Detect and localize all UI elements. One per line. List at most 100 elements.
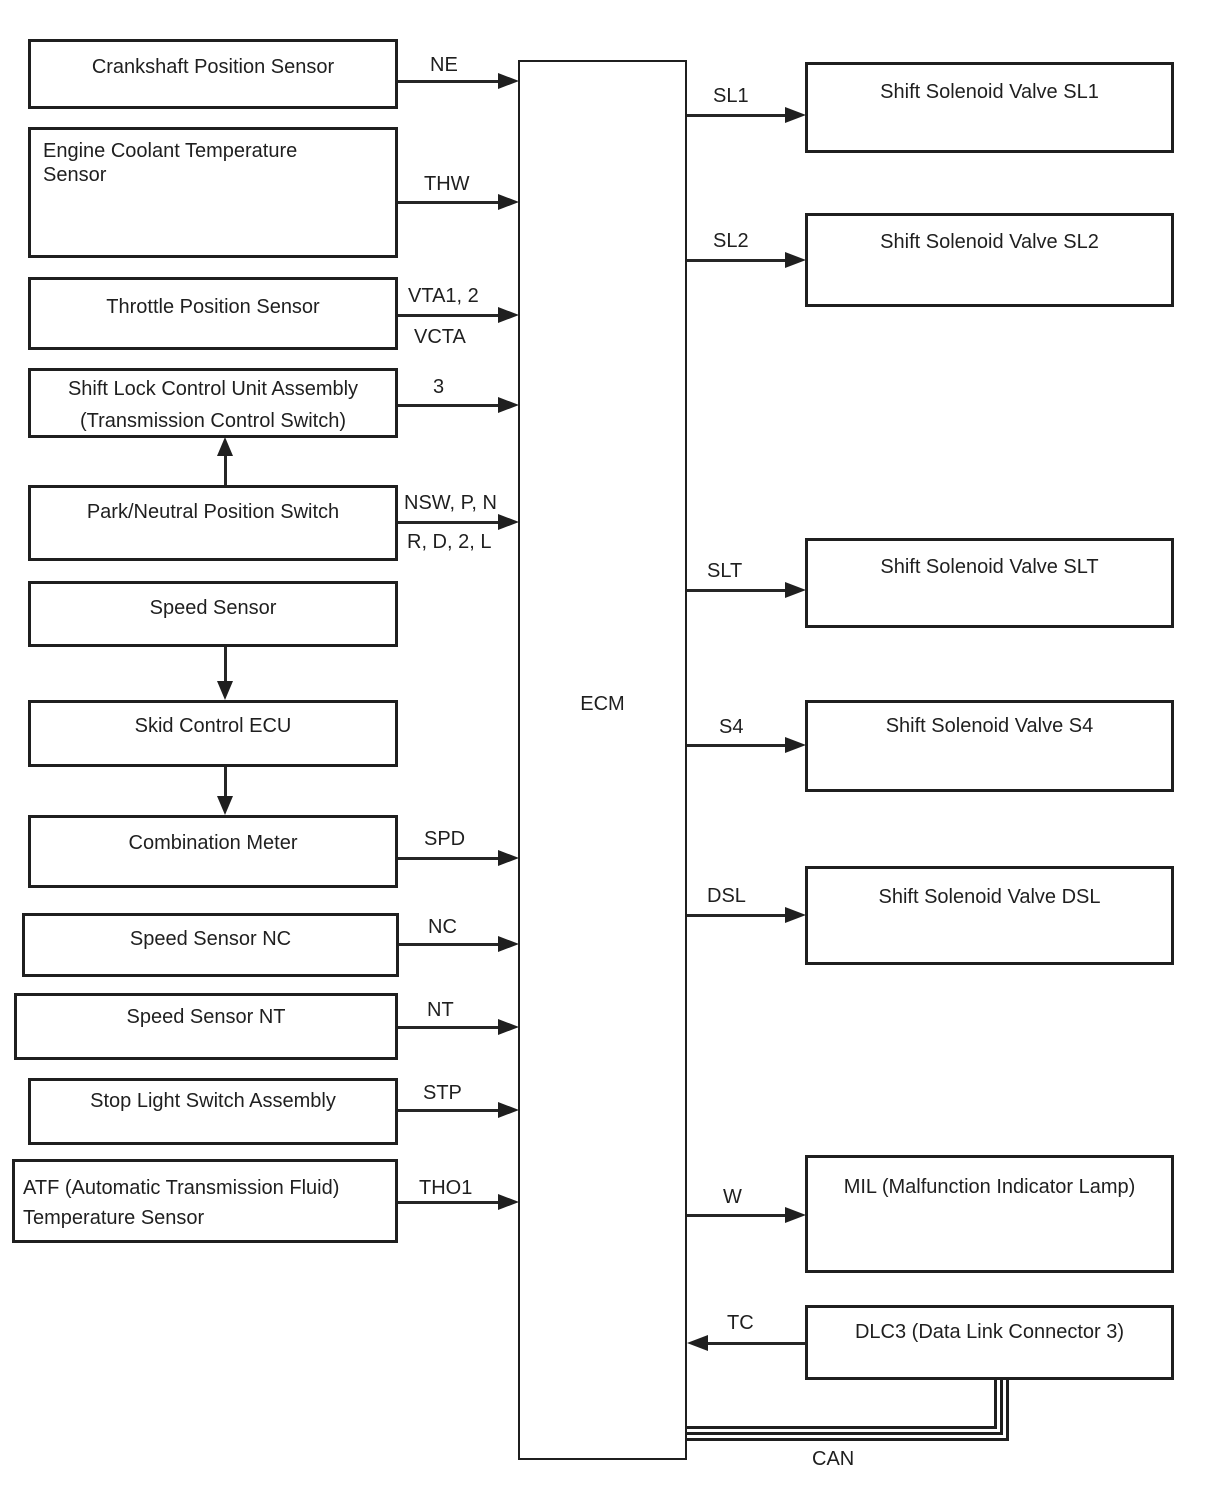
arrow-3-line: [398, 404, 498, 407]
input-box-park-neutral-position-switch: Park/Neutral Position Switch: [28, 485, 398, 561]
signal-label-vcta: VCTA: [414, 326, 466, 348]
signal-label-r-d-2-l: R, D, 2, L: [407, 531, 492, 553]
input-box-label: Crankshaft Position Sensor: [91, 56, 335, 78]
arrow-speedsensor-to-skidcontrol-line: [224, 647, 227, 682]
signal-label-nt: NT: [427, 999, 454, 1021]
output-box-shift-solenoid-valve-sl1: Shift Solenoid Valve SL1: [805, 62, 1174, 153]
ecm-box: [518, 60, 687, 1460]
arrow-stp-line: [398, 1109, 498, 1112]
input-box-shift-lock-control-unit-assembly: Shift Lock Control Unit Assembly (Transm…: [28, 368, 398, 438]
arrow-tc-line: [708, 1342, 805, 1345]
input-box-label: Speed Sensor NT: [126, 1006, 286, 1028]
arrow-sl2-line: [687, 259, 785, 262]
input-box-speed-sensor: Speed Sensor: [28, 581, 398, 647]
signal-label-tho1: THO1: [419, 1177, 473, 1199]
output-box-label: DLC3 (Data Link Connector 3): [854, 1321, 1124, 1343]
input-box-label: Throttle Position Sensor: [106, 296, 320, 318]
arrow-ne-head-icon: [498, 73, 519, 89]
arrow-thw-head-icon: [498, 194, 519, 210]
input-box-label: Speed Sensor: [149, 597, 277, 619]
arrow-parkneutral-to-shiftlock-line: [224, 455, 227, 485]
input-box-speed-sensor-nc: Speed Sensor NC: [22, 913, 399, 977]
input-box-skid-control-ecu: Skid Control ECU: [28, 700, 398, 767]
signal-label-spd: SPD: [424, 828, 466, 850]
arrow-stp-head-icon: [498, 1102, 519, 1118]
input-box-combination-meter: Combination Meter: [28, 815, 398, 888]
signal-label-sl1: SL1: [713, 85, 749, 107]
output-box-label: MIL (Malfunction Indicator Lamp): [843, 1176, 1136, 1198]
arrow-skidcontrol-to-combinationmeter-line: [224, 767, 227, 797]
arrow-thw-line: [398, 201, 498, 204]
signal-label-sl2: SL2: [713, 230, 749, 252]
arrow-nc-head-icon: [498, 936, 519, 952]
arrow-s4-head-icon: [785, 737, 806, 753]
output-box-shift-solenoid-valve-sl2: Shift Solenoid Valve SL2: [805, 213, 1174, 307]
arrow-3-head-icon: [498, 397, 519, 413]
signal-label-3: 3: [433, 376, 445, 398]
input-box-label: Combination Meter: [128, 832, 298, 854]
arrow-w-head-icon: [785, 1207, 806, 1223]
arrow-nsw-line: [398, 521, 498, 524]
box-dlc3-data-link-connector: DLC3 (Data Link Connector 3): [805, 1305, 1174, 1380]
arrow-vta-line: [398, 314, 498, 317]
output-box-label: Shift Solenoid Valve S4: [885, 715, 1094, 737]
input-box-stop-light-switch-assembly: Stop Light Switch Assembly: [28, 1078, 398, 1145]
arrow-nt-head-icon: [498, 1019, 519, 1035]
can-bus-line-outer: [687, 1380, 1009, 1441]
input-box-label: Shift Lock Control Unit Assembly: [67, 377, 359, 400]
input-box-sublabel: Temperature Sensor: [23, 1206, 205, 1229]
arrow-dsl-head-icon: [785, 907, 806, 923]
arrow-w-line: [687, 1214, 785, 1217]
input-box-crankshaft-position-sensor: Crankshaft Position Sensor: [28, 39, 398, 109]
signal-label-nc: NC: [428, 916, 457, 938]
output-box-label: Shift Solenoid Valve SL2: [880, 231, 1099, 253]
arrow-s4-line: [687, 744, 785, 747]
signal-label-dsl: DSL: [707, 885, 746, 907]
arrow-spd-head-icon: [498, 850, 519, 866]
output-box-mil-malfunction-indicator-lamp: MIL (Malfunction Indicator Lamp): [805, 1155, 1174, 1273]
can-bus-label: CAN: [812, 1448, 855, 1470]
arrow-sl2-head-icon: [785, 252, 806, 268]
input-box-speed-sensor-nt: Speed Sensor NT: [14, 993, 398, 1060]
arrow-slt-head-icon: [785, 582, 806, 598]
signal-label-slt: SLT: [707, 560, 743, 582]
input-box-label: Park/Neutral Position Switch: [86, 501, 340, 523]
signal-label-nsw-p-n: NSW, P, N: [404, 492, 497, 514]
output-box-label: Shift Solenoid Valve DSL: [878, 886, 1101, 908]
can-bus-line-inner: [687, 1380, 997, 1429]
output-box-shift-solenoid-valve-slt: Shift Solenoid Valve SLT: [805, 538, 1174, 628]
signal-label-stp: STP: [423, 1082, 462, 1104]
arrow-tho1-head-icon: [498, 1194, 519, 1210]
arrow-tho1-line: [398, 1201, 498, 1204]
arrow-nt-line: [398, 1026, 498, 1029]
arrow-sl1-line: [687, 114, 785, 117]
arrow-dsl-line: [687, 914, 785, 917]
output-box-label: Shift Solenoid Valve SL1: [880, 81, 1099, 103]
input-box-throttle-position-sensor: Throttle Position Sensor: [28, 277, 398, 350]
input-box-label: Speed Sensor NC: [129, 928, 292, 950]
output-box-shift-solenoid-valve-s4: Shift Solenoid Valve S4: [805, 700, 1174, 792]
input-box-label: Skid Control ECU: [134, 715, 292, 737]
arrow-spd-line: [398, 857, 498, 860]
signal-label-thw: THW: [424, 173, 470, 195]
input-box-label: Stop Light Switch Assembly: [90, 1090, 336, 1112]
signal-label-vta: VTA1, 2: [408, 285, 479, 307]
arrow-tc-head-icon: [687, 1335, 708, 1351]
input-box-label: Engine Coolant Temperature Sensor: [43, 140, 298, 186]
signal-label-tc: TC: [727, 1312, 754, 1334]
can-bus-line-middle: [687, 1380, 1003, 1435]
output-box-shift-solenoid-valve-dsl: Shift Solenoid Valve DSL: [805, 866, 1174, 965]
input-box-engine-coolant-temperature-sensor: Engine Coolant Temperature Sensor: [28, 127, 398, 258]
input-box-label: ATF (Automatic Transmission Fluid): [23, 1176, 340, 1199]
arrow-sl1-head-icon: [785, 107, 806, 123]
ecm-label: ECM: [580, 693, 625, 715]
arrow-ne-line: [398, 80, 498, 83]
arrow-nsw-head-icon: [498, 514, 519, 530]
arrow-skidcontrol-to-combinationmeter-head-icon: [217, 796, 233, 815]
signal-label-w: W: [723, 1186, 742, 1208]
input-box-atf-temperature-sensor: ATF (Automatic Transmission Fluid) Tempe…: [12, 1159, 398, 1243]
arrow-slt-line: [687, 589, 785, 592]
signal-label-ne: NE: [430, 54, 458, 76]
signal-label-s4: S4: [719, 716, 744, 738]
